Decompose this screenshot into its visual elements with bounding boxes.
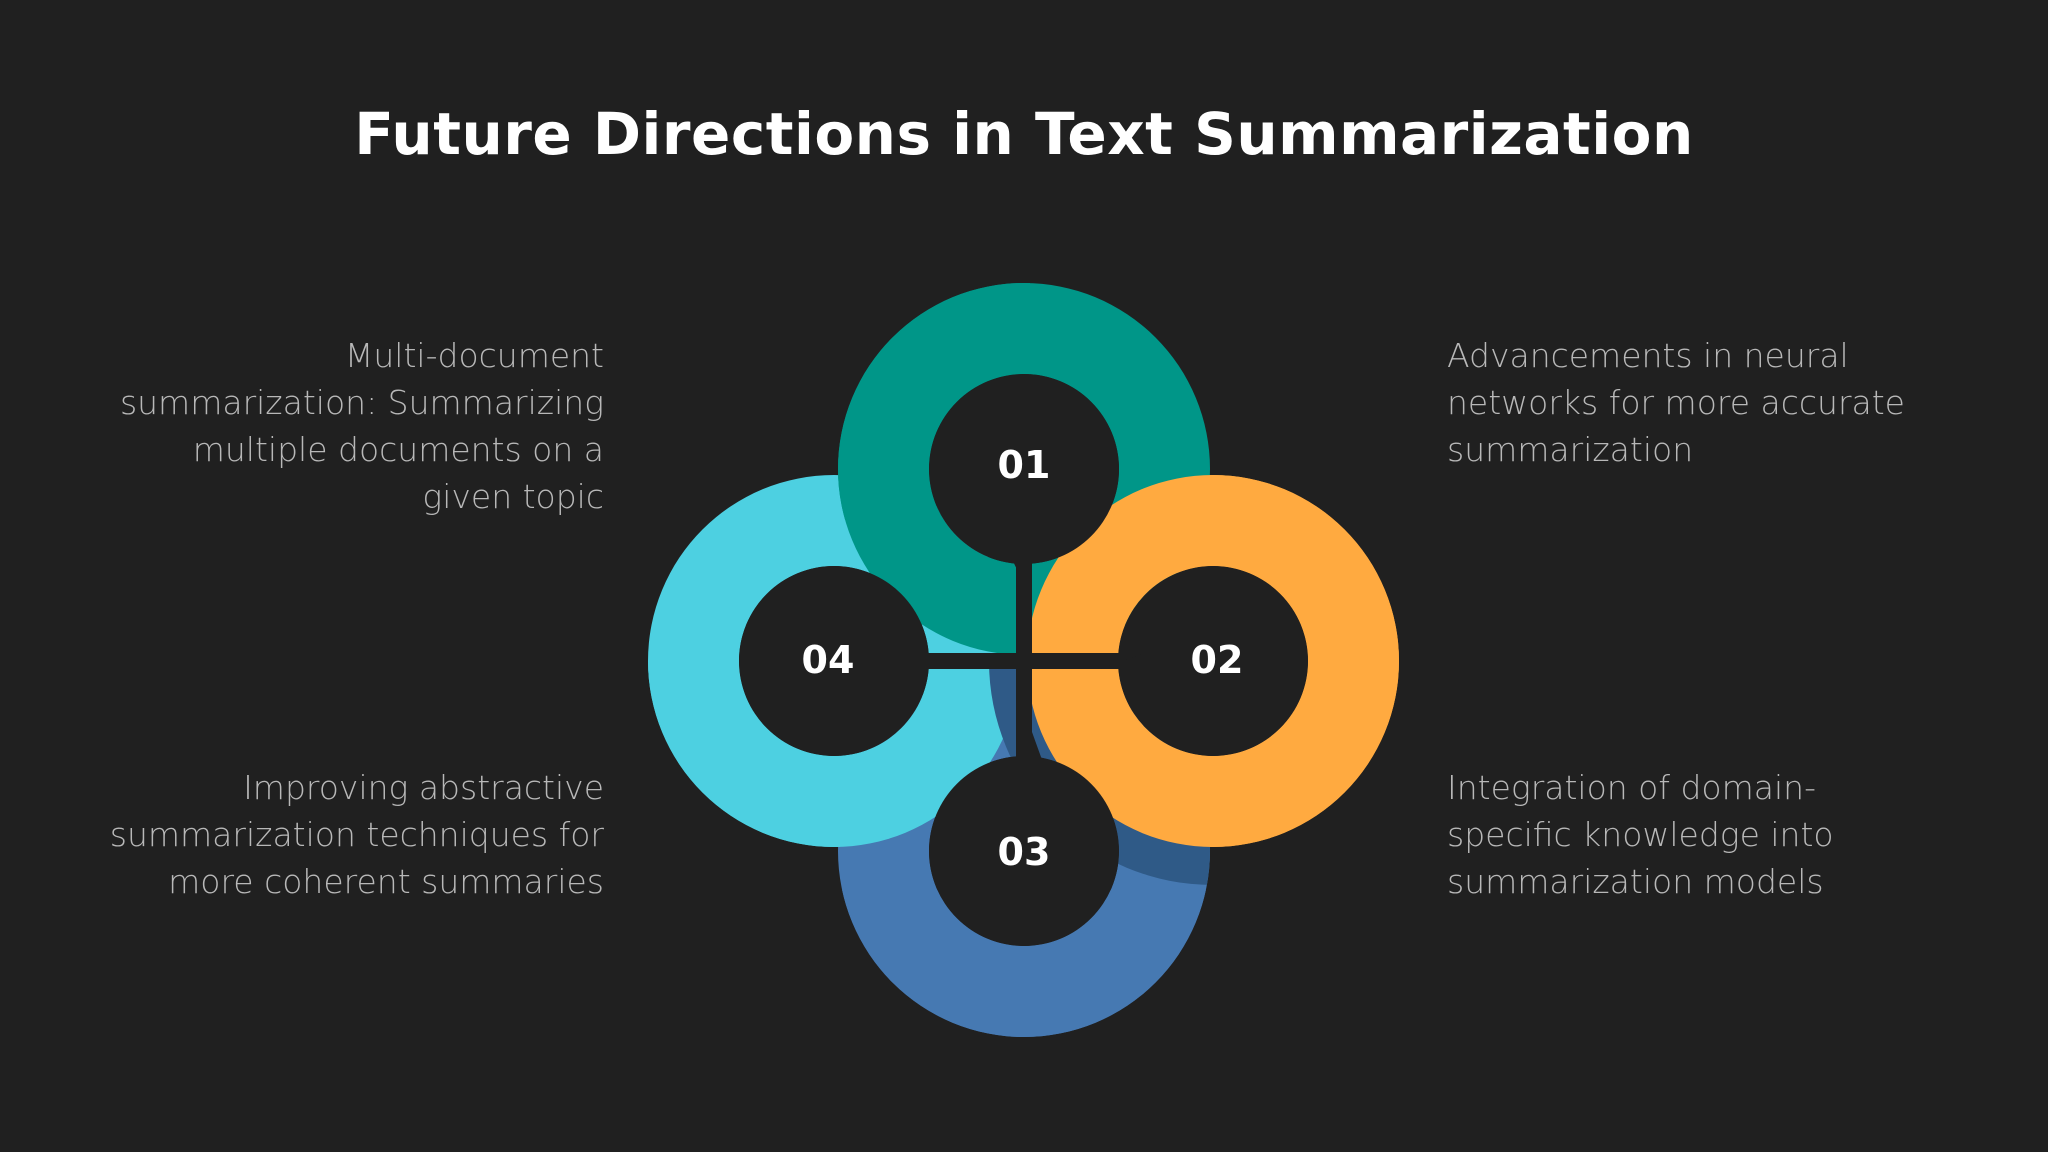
inner-circle-4 [739,566,929,756]
separator-horizontal [905,653,1145,669]
step-3-number: 03 [998,830,1051,874]
arrow-head-2 [1100,653,1145,669]
step-3-description: Improving abstractive summarization tech… [109,768,604,901]
ring-1-upper [838,283,1030,520]
inner-circle-3 [929,756,1119,946]
arrow-head-3 [1032,732,1050,782]
step-2-number: 02 [1191,638,1244,682]
step-4-number: 04 [802,638,855,682]
ring-2-overlap [1027,475,1399,847]
ring-4-lower [648,661,840,847]
step-4-description: Multi-document summarization: Summarizin… [119,336,604,516]
page-title: Future Directions in Text Summarization [354,100,1694,168]
step-1-number: 01 [998,443,1051,487]
inner-circle-2 [1118,566,1308,756]
ring-3-lower [842,890,1206,1037]
arrow-head-1 [1005,545,1032,600]
arrow-head-4 [905,653,955,669]
inner-circle-1 [929,374,1119,564]
step-2-description: Integration of domain-specific knowledge… [1447,768,1834,901]
step-1-description: Advancements in neural networks for more… [1447,336,1905,469]
